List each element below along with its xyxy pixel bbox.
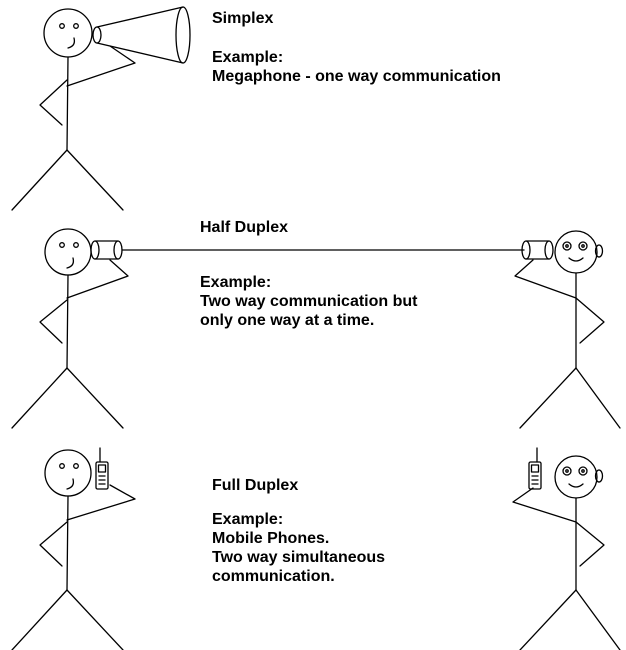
simplex-example-label: Example: bbox=[212, 49, 284, 66]
mobile-phone-icon bbox=[528, 447, 542, 490]
full-duplex-left-person bbox=[11, 449, 136, 650]
full-duplex-right-person bbox=[512, 455, 621, 650]
half-duplex-title: Half Duplex bbox=[200, 219, 289, 236]
full-duplex-example-line: Mobile Phones. bbox=[212, 530, 330, 547]
mobile-phone-icon bbox=[95, 447, 109, 490]
simplex-person-head bbox=[43, 8, 93, 58]
half-duplex-left-person bbox=[11, 228, 129, 429]
full-duplex-title: Full Duplex bbox=[212, 477, 299, 494]
half-duplex-example-label: Example: bbox=[200, 274, 272, 291]
simplex-title: Simplex bbox=[212, 10, 274, 27]
half-duplex-right-person bbox=[514, 230, 621, 429]
full-duplex-example-line: Two way simultaneous bbox=[212, 549, 386, 566]
full-duplex-example-label: Example: bbox=[212, 511, 284, 528]
simplex-example-line: Megaphone - one way communication bbox=[212, 68, 501, 85]
half-duplex-example-line: Two way communication but bbox=[200, 293, 418, 310]
tin-can-icon bbox=[90, 240, 123, 260]
half-duplex-example-line: only one way at a time. bbox=[200, 312, 375, 329]
tin-can-icon bbox=[521, 240, 554, 260]
full-duplex-example-line: communication. bbox=[212, 568, 335, 585]
simplex-person bbox=[11, 8, 136, 211]
megaphone-icon bbox=[92, 6, 191, 64]
